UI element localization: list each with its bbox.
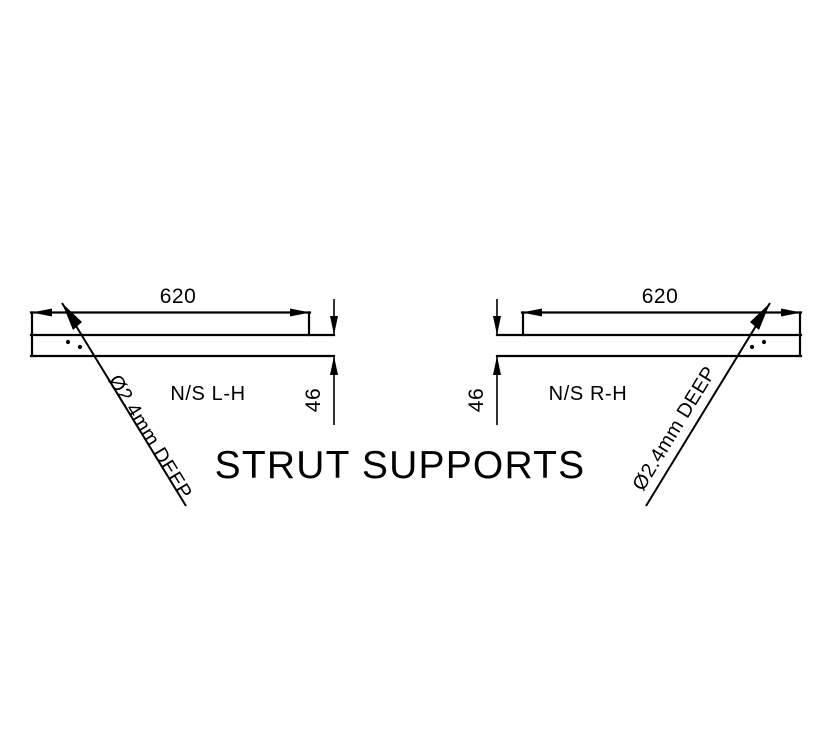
left-length-dimension-text: 620 (160, 285, 197, 308)
leader-arrowhead-icon (62, 303, 82, 330)
hole-mark-icon (77, 344, 83, 350)
arrowhead-up-icon (493, 356, 501, 375)
arrowhead-right-icon (781, 308, 801, 317)
right-hole-leader: Ø2.4mm DEEP (628, 302, 771, 507)
hole-mark-icon (749, 344, 755, 350)
arrowhead-down-icon (493, 316, 501, 335)
right-leader-note-text: Ø2.4mm DEEP (628, 363, 720, 495)
arrowhead-left-icon (32, 308, 52, 317)
drawing-title: STRUT SUPPORTS (215, 444, 586, 487)
hole-mark-icon (761, 339, 767, 345)
arrowhead-up-icon (330, 356, 338, 375)
left-bar-hole-marks (65, 339, 83, 350)
right-height-dimension: 46 (465, 299, 501, 425)
arrowhead-left-icon (522, 308, 542, 317)
left-length-dimension: 620 (32, 285, 310, 317)
right-length-dimension-text: 620 (642, 285, 679, 308)
hole-mark-icon (65, 339, 71, 345)
right-leader-line (645, 302, 771, 507)
right-part-label: N/S R-H (549, 383, 628, 405)
arrowhead-down-icon (330, 316, 338, 335)
left-leader-line (61, 302, 187, 507)
left-height-dimension-text: 46 (302, 388, 325, 412)
right-length-dimension: 620 (522, 285, 801, 317)
right-bar-hole-marks (749, 339, 767, 350)
arrowhead-right-icon (290, 308, 310, 317)
right-height-dimension-text: 46 (465, 388, 488, 412)
left-height-dimension: 46 (302, 299, 338, 425)
left-part-label: N/S L-H (170, 383, 245, 405)
leader-arrowhead-icon (750, 303, 770, 330)
